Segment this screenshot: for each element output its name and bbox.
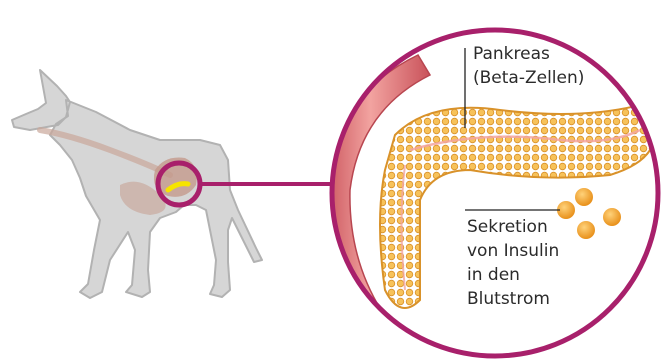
secretion-label-line1: Sekretion — [467, 215, 559, 239]
insulin-granule — [577, 221, 595, 239]
secretion-label-line3: in den — [467, 263, 559, 287]
insulin-granule — [575, 188, 593, 206]
pancreas-label-line1: Pankreas — [473, 42, 584, 66]
secretion-label: Sekretion von Insulin in den Blutstrom — [467, 215, 559, 311]
insulin-granule — [603, 208, 621, 226]
pancreas-label-line2: (Beta-Zellen) — [473, 66, 584, 90]
secretion-label-line4: Blutstrom — [467, 287, 559, 311]
secretion-label-line2: von Insulin — [467, 239, 559, 263]
pancreas-label: Pankreas (Beta-Zellen) — [473, 42, 584, 90]
